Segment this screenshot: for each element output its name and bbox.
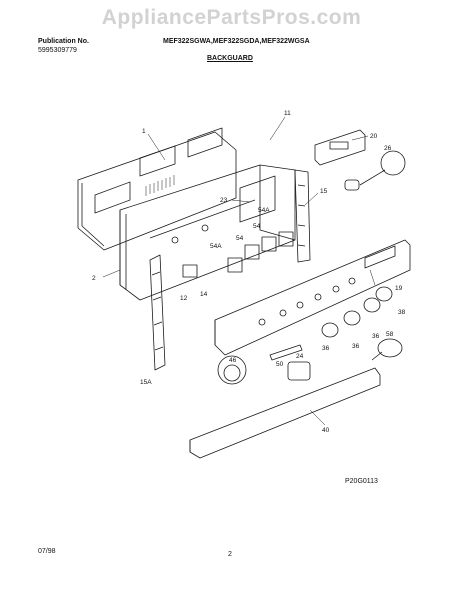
side-bracket-right (294, 169, 311, 263)
callout: 54 (236, 235, 244, 242)
callout: 15A (140, 379, 152, 386)
callout-labels: 1 11 20 26 15 23 2 54A 54 54 54A 12 14 1… (92, 110, 406, 434)
callout: 24 (296, 353, 304, 360)
backguard-body (119, 164, 296, 301)
callout: 2 (92, 275, 96, 282)
infinite-switches (182, 231, 294, 278)
callout: 11 (284, 110, 291, 117)
callout: 36 (352, 343, 360, 350)
callout: 54A (258, 207, 270, 214)
callout: 12 (180, 295, 188, 302)
callout: 58 (386, 331, 394, 338)
control-panel (214, 239, 411, 356)
rear-panel (77, 127, 237, 251)
publication-label: Publication No. (38, 38, 89, 45)
callout: 36 (372, 333, 380, 340)
callout: 19 (395, 285, 403, 292)
callout: 54A (210, 243, 222, 250)
control-knobs (321, 286, 393, 338)
callout: 1 (142, 128, 146, 135)
callout: 40 (322, 427, 330, 434)
callout: 54 (253, 223, 261, 230)
publication-number: 5995309779 (38, 47, 77, 54)
footer-date: 07/98 (38, 548, 56, 555)
leader-lines (102, 116, 376, 426)
callout: 26 (384, 145, 392, 152)
watermark: AppliancePartsPros.com (101, 6, 362, 29)
page-number: 2 (228, 551, 232, 558)
callout: 15 (320, 188, 328, 195)
callout: 20 (370, 133, 378, 140)
callout: 36 (322, 345, 330, 352)
section-title: BACKGUARD (207, 55, 253, 62)
callout: 23 (220, 197, 228, 204)
misc-parts (217, 338, 403, 385)
clock-module (314, 129, 366, 166)
callout: 50 (276, 361, 284, 368)
callout: 14 (200, 291, 208, 298)
figure-code: P20G0113 (345, 478, 378, 485)
trim-strip (189, 367, 381, 459)
knob-26 (344, 150, 406, 191)
callout: 38 (398, 309, 406, 316)
side-bracket-left (149, 254, 166, 371)
callout: 46 (229, 357, 237, 364)
model-numbers: MEF322SGWA,MEF322SGDA,MEF322WGSA (163, 38, 310, 45)
